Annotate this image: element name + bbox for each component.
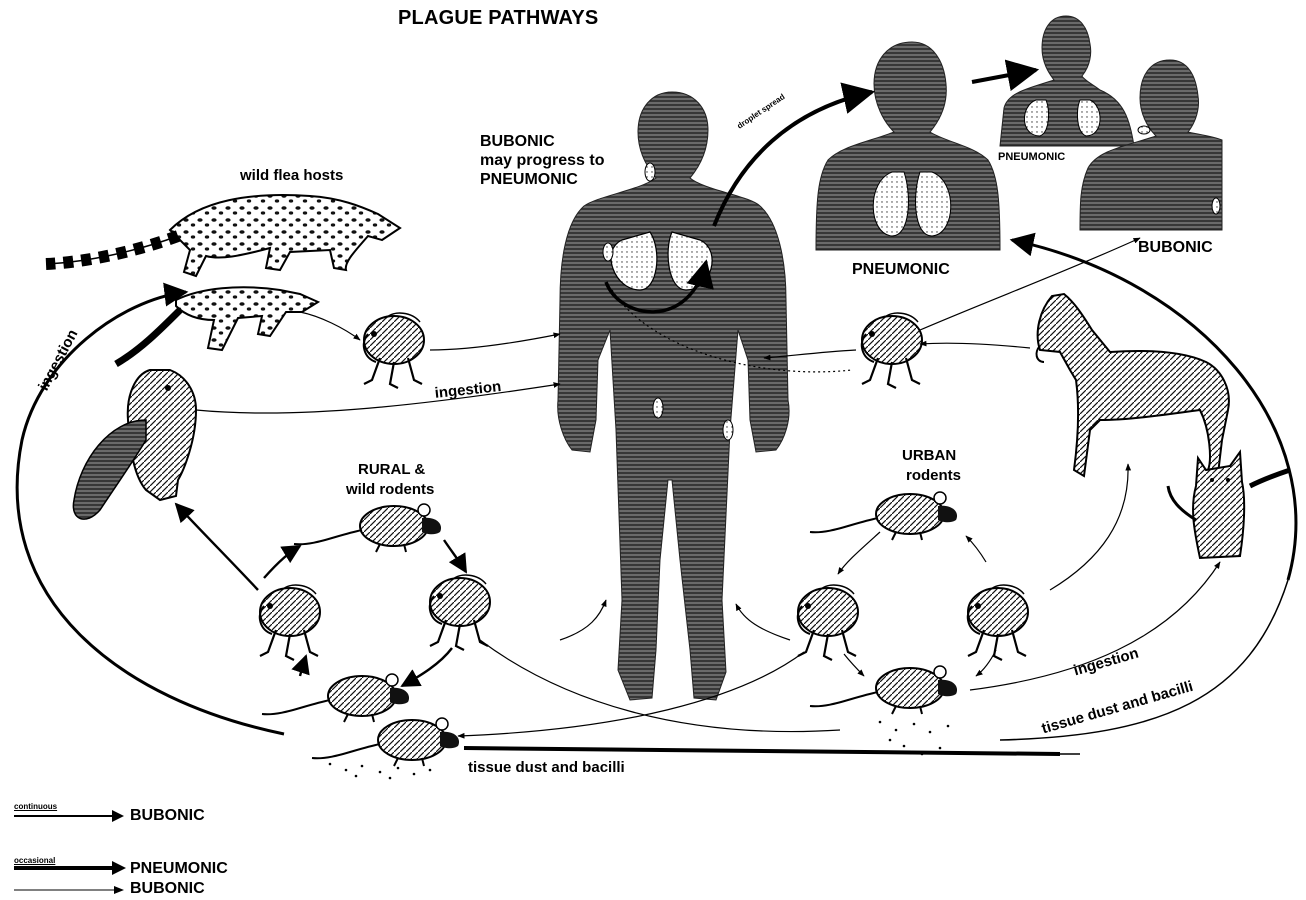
rat-icon (810, 666, 957, 714)
dog-icon (1037, 294, 1229, 476)
pneumonic-main-label: PNEUMONIC (852, 262, 950, 279)
human-silhouette-icon (558, 92, 789, 700)
urban-label-1: URBAN (902, 448, 956, 464)
bubonic-center-label-1: BUBONIC (480, 134, 555, 151)
pneumonic-patient-icon (816, 42, 1000, 250)
bubonic-right-label: BUBONIC (1138, 240, 1213, 257)
flea-icon (968, 585, 1028, 660)
pneumonic-small-label: PNEUMONIC (998, 152, 1065, 164)
legend-occasional-target-2: BUBONIC (130, 880, 205, 898)
tissue-dust-bottom-label: tissue dust and bacilli (468, 760, 625, 776)
legend-occasional-caption: occasional (14, 856, 55, 865)
genet-icon (46, 195, 400, 276)
urban-label-2: rodents (906, 468, 961, 484)
rat-icon (312, 718, 459, 766)
pneumonic-small-patient-icon (1000, 16, 1134, 146)
legend-continuous-arrow (14, 810, 124, 822)
legend-occasional-target-1: PNEUMONIC (130, 860, 228, 878)
bubonic-center-label-3: PNEUMONIC (480, 172, 578, 189)
cat-icon (1168, 452, 1244, 558)
squirrel-icon (73, 370, 196, 519)
flea-icon (430, 575, 490, 650)
wild-flea-hosts-label: wild flea hosts (240, 168, 343, 184)
bubonic-center-label-2: may progress to (480, 153, 604, 170)
rat-icon (294, 504, 441, 552)
flea-icon (798, 585, 858, 660)
legend-bubonic-thin-arrow (14, 886, 124, 894)
rat-icon (262, 674, 409, 722)
flea-icon (260, 585, 320, 660)
civet-icon (116, 287, 318, 364)
legend-continuous-target: BUBONIC (130, 807, 205, 825)
flea-icon (862, 313, 922, 388)
flea-icon (364, 313, 424, 388)
rat-icon (810, 492, 957, 540)
page-title: PLAGUE PATHWAYS (398, 8, 598, 29)
rural-label-2: wild rodents (346, 482, 434, 498)
rural-label-1: RURAL & (358, 462, 425, 478)
legend-continuous-caption: continuous (14, 802, 57, 811)
